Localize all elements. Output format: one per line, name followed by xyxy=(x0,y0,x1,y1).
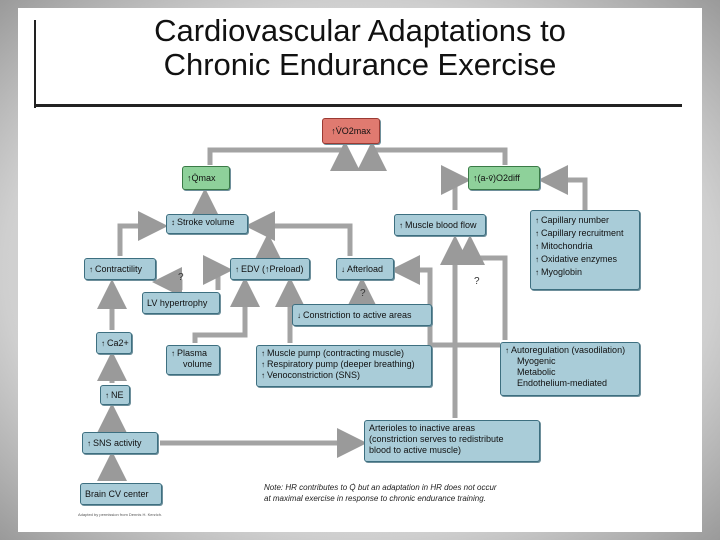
arrow-auto-mbf xyxy=(455,235,508,340)
vo2max-box: ↑V̇O2max xyxy=(322,118,380,144)
slide-title: Cardiovascular Adaptations to Chronic En… xyxy=(0,14,720,82)
arterioles-sub2: blood to active muscle) xyxy=(369,445,462,455)
capillary-number-label: Capillary number xyxy=(541,215,610,225)
up-arrow-icon: ↑ xyxy=(399,221,403,230)
sns-activity-label: SNS activity xyxy=(93,438,142,448)
venoconstriction-label: Venoconstriction (SNS) xyxy=(267,370,361,380)
question-mark: ? xyxy=(360,288,366,299)
respiratory-pump-label: Respiratory pump (deeper breathing) xyxy=(267,359,415,369)
up-arrow-icon: ↕ xyxy=(171,218,175,227)
arrow-lvh-contr xyxy=(152,267,183,297)
arrow-mbf-avo2 xyxy=(441,165,471,210)
arrow-after-sv xyxy=(245,211,353,256)
title-line-1: Cardiovascular Adaptations to xyxy=(154,13,566,48)
sns-activity-box: ↑SNS activity xyxy=(82,432,158,454)
stroke-volume-label: Stroke volume xyxy=(177,217,235,227)
stroke-volume-box: ↕Stroke volume xyxy=(166,214,248,234)
volume-label: volume xyxy=(183,359,213,369)
metabolic-label: Metabolic xyxy=(517,367,556,377)
arrow-qmax-vo2 xyxy=(207,141,360,171)
myogenic-label: Myogenic xyxy=(517,356,556,366)
avo2diff-box: ↑(a-v̄)O2diff xyxy=(468,166,540,190)
note-line-1: Note: HR contributes to Q̇ but an adapta… xyxy=(264,483,497,492)
question-mark: ? xyxy=(178,272,184,283)
vo2max-label: ↑V̇O2max xyxy=(331,126,371,136)
note-line-2: at maximal exercise in response to chron… xyxy=(264,494,486,503)
edv-label: EDV (↑Preload) xyxy=(241,264,304,274)
arrow-cap-avo2 xyxy=(538,165,588,210)
ca2-label: Ca2+ xyxy=(107,338,129,348)
title-line-2: Chronic Endurance Exercise xyxy=(163,47,557,82)
plasma-label: Plasma xyxy=(177,348,208,358)
myoglobin-label: Myoglobin xyxy=(541,267,583,277)
question-mark: ? xyxy=(474,276,480,287)
qmax-label: ↑Q̇max xyxy=(187,173,216,183)
afterload-label: Afterload xyxy=(347,264,384,274)
credit-text: Adapted by permission from Dennis H. Ker… xyxy=(78,512,163,517)
ca2-box: ↑Ca2+ xyxy=(96,332,132,354)
constriction-active-box: ↓Constriction to active areas xyxy=(292,304,432,326)
oxidative-enzymes-label: Oxidative enzymes xyxy=(541,254,618,264)
arrow-plasma-edv xyxy=(192,277,260,343)
title-rule xyxy=(34,104,682,107)
qmax-box: ↑Q̇max xyxy=(182,166,230,190)
arterioles-box: Arterioles to inactive areas (constricti… xyxy=(364,420,540,462)
title-vertical-rule xyxy=(34,20,36,108)
muscle-pump-label: Muscle pump (contracting muscle) xyxy=(267,348,405,358)
mitochondria-label: Mitochondria xyxy=(541,241,593,251)
arrow-contr-sv xyxy=(117,211,168,256)
arrow-avo2-vo2 xyxy=(357,141,508,171)
capillary-box: ↑Capillary number ↑Capillary recruitment… xyxy=(530,210,640,290)
ne-box: ↑NE xyxy=(100,385,130,405)
contractility-label: Contractility xyxy=(95,264,143,274)
brain-cv-box: Brain CV center xyxy=(80,483,162,505)
afterload-box: ↓Afterload xyxy=(336,258,394,280)
avo2diff-label: ↑(a-v̄)O2diff xyxy=(473,173,520,183)
brain-cv-label: Brain CV center xyxy=(85,489,149,499)
lv-hypertrophy-label: LV hypertrophy xyxy=(147,298,208,308)
constriction-active-label: Constriction to active areas xyxy=(303,310,412,320)
footnote: Note: HR contributes to Q̇ but an adapta… xyxy=(264,482,584,504)
autoregulation-box: ↑Autoregulation (vasodilation) Myogenic … xyxy=(500,342,640,396)
edv-box: ↑EDV (↑Preload) xyxy=(230,258,310,280)
ne-label: NE xyxy=(111,390,124,400)
capillary-recruitment-label: Capillary recruitment xyxy=(541,228,624,238)
plasma-volume-box: ↑Plasma volume xyxy=(166,345,220,375)
autoregulation-label: Autoregulation (vasodilation) xyxy=(511,345,626,355)
arrow-lvh-edv xyxy=(203,255,233,290)
endothelium-label: Endothelium-mediated xyxy=(517,378,608,388)
lv-hypertrophy-box: LV hypertrophy xyxy=(142,292,220,314)
contractility-box: ↑Contractility xyxy=(84,258,156,280)
muscle-pump-box: ↑Muscle pump (contracting muscle) ↑Respi… xyxy=(256,345,432,387)
muscle-blood-flow-label: Muscle blood flow xyxy=(405,220,477,230)
arterioles-label: Arterioles to inactive areas xyxy=(369,423,476,433)
muscle-blood-flow-box: ↑Muscle blood flow xyxy=(394,214,486,236)
arterioles-sub1: (constriction serves to redistribute xyxy=(369,434,504,444)
